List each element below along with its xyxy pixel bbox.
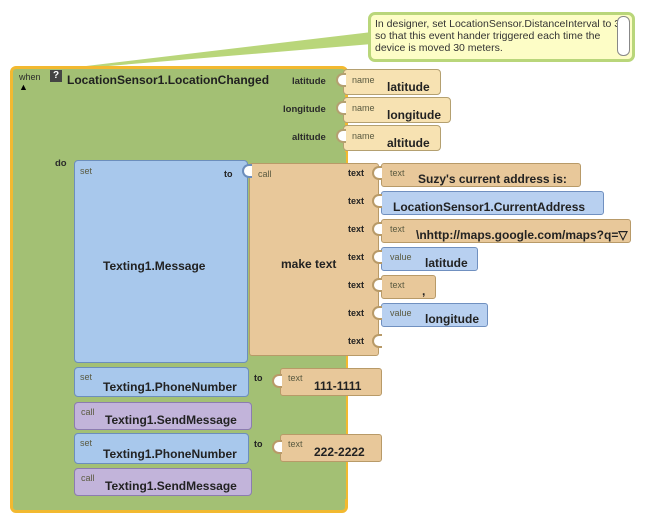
param-longitude-value: longitude xyxy=(387,108,441,122)
phone-value: 111-1111 xyxy=(314,379,362,393)
set-label: set xyxy=(80,372,93,382)
text-item-1[interactable]: LocationSensor1.CurrentAddress xyxy=(381,191,604,215)
text-slot-label: text xyxy=(348,308,365,318)
item-value: longitude xyxy=(425,312,479,326)
to-label: to xyxy=(254,373,263,383)
property-name: Texting1.PhoneNumber xyxy=(103,380,237,394)
when-label: when xyxy=(19,72,41,82)
param-name-label: name xyxy=(352,75,375,85)
param-slot-latitude: latitude xyxy=(292,76,326,87)
make-text-label: make text xyxy=(281,257,337,271)
text-item-2[interactable]: text \nhttp://maps.google.com/maps?q=▽ xyxy=(381,219,631,243)
socket-notch-empty[interactable] xyxy=(372,334,382,348)
text-item-0[interactable]: text Suzy's current address is: xyxy=(381,163,581,187)
comment-collapse-toggle[interactable] xyxy=(617,16,630,56)
item-value: LocationSensor1.CurrentAddress xyxy=(393,200,586,214)
text-slot-label: text xyxy=(348,224,365,234)
set-message-block[interactable]: set to Texting1.Message xyxy=(74,160,248,363)
comment-text: In designer, set LocationSensor.Distance… xyxy=(375,18,626,54)
socket-notch xyxy=(372,194,382,208)
socket-notch xyxy=(272,440,282,454)
text-slot-label: text xyxy=(348,336,365,346)
item-value: latitude xyxy=(425,256,468,270)
item-type-label: text xyxy=(390,280,405,290)
socket-notch xyxy=(336,129,346,143)
param-longitude[interactable]: name longitude xyxy=(343,97,451,123)
item-type-label: text xyxy=(390,168,405,178)
event-title: LocationSensor1.LocationChanged xyxy=(67,73,270,87)
set-phone-number-block-2[interactable]: set Texting1.PhoneNumber xyxy=(74,433,249,464)
collapse-arrow-icon[interactable]: ▲ xyxy=(19,82,28,92)
item-value: \nhttp://maps.google.com/maps?q=▽ xyxy=(416,228,628,242)
text-slot-label: text xyxy=(348,280,365,290)
param-altitude[interactable]: name altitude xyxy=(343,125,441,151)
call-label: call xyxy=(81,407,95,417)
text-item-5[interactable]: value longitude xyxy=(381,303,488,327)
socket-notch xyxy=(372,166,382,180)
socket-notch xyxy=(372,278,382,292)
socket-notch xyxy=(336,101,346,115)
text-item-3[interactable]: value latitude xyxy=(381,247,478,271)
set-label: set xyxy=(80,166,93,176)
text-phone-2[interactable]: text 222-2222 xyxy=(280,434,382,462)
method-name: Texting1.SendMessage xyxy=(105,479,237,493)
property-name: Texting1.Message xyxy=(103,259,206,273)
item-value: Suzy's current address is: xyxy=(418,172,567,186)
param-latitude[interactable]: name latitude xyxy=(343,69,441,95)
do-label: do xyxy=(55,158,67,169)
param-slot-altitude: altitude xyxy=(292,132,326,143)
call-send-message-block-2[interactable]: call Texting1.SendMessage xyxy=(74,468,252,496)
text-slot-label: text xyxy=(348,168,365,178)
method-name: Texting1.SendMessage xyxy=(105,413,237,427)
to-label: to xyxy=(224,169,233,179)
text-item-4[interactable]: text , xyxy=(381,275,436,299)
item-type-label: value xyxy=(390,252,412,262)
help-question-icon[interactable]: ? xyxy=(50,70,62,82)
param-name-label: name xyxy=(352,103,375,113)
param-latitude-value: latitude xyxy=(387,80,430,94)
socket-notch xyxy=(372,306,382,320)
text-phone-1[interactable]: text 111-1111 xyxy=(280,368,382,396)
socket-notch xyxy=(372,222,382,236)
socket-notch xyxy=(336,73,346,87)
text-slot-label: text xyxy=(348,196,365,206)
call-label: call xyxy=(81,473,95,483)
text-type-label: text xyxy=(288,373,303,383)
comment-bubble[interactable]: In designer, set LocationSensor.Distance… xyxy=(368,12,635,62)
param-name-label: name xyxy=(352,131,375,141)
set-phone-number-block-1[interactable]: set Texting1.PhoneNumber xyxy=(74,367,249,397)
item-type-label: text xyxy=(390,224,405,234)
property-name: Texting1.PhoneNumber xyxy=(103,447,237,461)
param-altitude-value: altitude xyxy=(387,136,430,150)
to-label: to xyxy=(254,439,263,449)
param-slot-longitude: longitude xyxy=(283,104,326,115)
phone-value: 222-2222 xyxy=(314,445,365,459)
text-type-label: text xyxy=(288,439,303,449)
item-value: , xyxy=(422,284,426,298)
text-slot-label: text xyxy=(348,252,365,262)
call-send-message-block-1[interactable]: call Texting1.SendMessage xyxy=(74,402,252,430)
socket-notch xyxy=(272,374,282,388)
set-label: set xyxy=(80,438,93,448)
item-type-label: value xyxy=(390,308,412,318)
call-label: call xyxy=(258,169,272,179)
socket-notch xyxy=(242,164,252,178)
socket-notch xyxy=(372,250,382,264)
make-text-block[interactable]: call make text xyxy=(249,163,379,356)
